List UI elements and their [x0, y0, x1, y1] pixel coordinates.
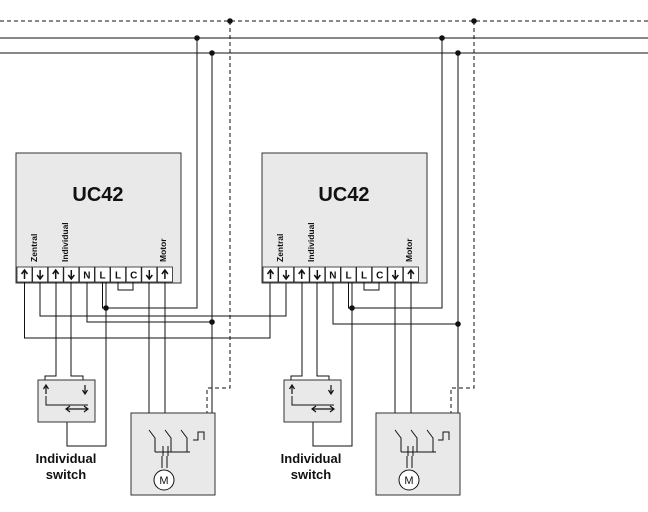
motor-symbol-2: M	[404, 475, 413, 487]
controller-model-1: UC42	[72, 184, 123, 206]
individual-switch-2: Individual switch	[281, 379, 342, 482]
wire-ind-common-2	[312, 282, 353, 447]
individual-switch-1: Individual switch	[36, 379, 97, 482]
terminal-l-label-1: L	[99, 271, 105, 282]
supply-lines	[0, 20, 648, 54]
motor-contacts-1	[148, 429, 205, 452]
wire-earth-2	[450, 21, 475, 415]
controller-box-2	[261, 152, 428, 284]
terminal-c-2	[371, 266, 388, 283]
wire-ind-common-1	[66, 282, 107, 447]
up-arrow-icon	[20, 268, 29, 279]
terminal-strip-1: N L L C	[16, 266, 173, 283]
unit-2: UC42 Zentral Individual Motor N L L C	[261, 18, 477, 496]
wire-l-1	[102, 38, 198, 309]
down-arrow-icon	[313, 270, 321, 281]
motor-leads-2	[406, 456, 413, 468]
wire-n-2	[332, 282, 458, 325]
terminal-l-relay-label-1: L	[115, 271, 121, 282]
down-arrow-icon	[67, 270, 75, 281]
bridge-l-c-1	[117, 282, 134, 291]
label-central-2: Zentral	[275, 234, 285, 262]
motor-icon	[153, 469, 175, 491]
wiring-1	[24, 18, 287, 447]
up-arrow-icon	[161, 268, 169, 279]
switch-caption-line1-1: Individual	[36, 451, 97, 466]
terminal-l-relay-label-2: L	[361, 271, 367, 282]
controller-box-1	[15, 152, 182, 284]
wire-earth-1	[206, 21, 231, 415]
switch-rocker-icon	[65, 405, 89, 413]
controller-model-2: UC42	[318, 184, 369, 206]
down-arrow-icon	[282, 270, 290, 281]
wire-central-up-1	[24, 282, 271, 339]
wire-n-1	[86, 282, 212, 323]
motor-capacitor-1	[155, 446, 190, 456]
wire-central-down-1	[39, 282, 287, 317]
wire-ind-up-1	[44, 282, 57, 384]
up-arrow-icon	[266, 268, 275, 279]
wire-ind-down-1	[70, 282, 84, 384]
terminal-n-label-1: N	[83, 271, 90, 282]
up-arrow-icon	[288, 383, 296, 394]
motor-capacitor-2	[401, 446, 436, 456]
label-individual-1: Individual	[60, 222, 70, 262]
motor-unit-1: M	[130, 412, 216, 496]
down-arrow-icon	[327, 385, 335, 396]
switch-caption-line2-2: switch	[291, 467, 332, 482]
up-arrow-icon	[298, 268, 306, 279]
terminal-c-1	[125, 266, 142, 283]
terminal-strip-2: N L L C	[262, 266, 419, 283]
motor-icon	[398, 469, 420, 491]
label-motor-2: Motor	[404, 238, 414, 262]
switch-contact-1	[45, 396, 88, 406]
switch-rocker-icon	[311, 405, 335, 413]
down-arrow-icon	[391, 270, 399, 281]
wire-ind-up-2	[290, 282, 303, 384]
up-arrow-icon	[52, 268, 60, 279]
down-arrow-icon	[145, 270, 153, 281]
switch-contact-2	[291, 396, 334, 406]
terminal-n-label-2: N	[329, 271, 336, 282]
terminal-c-label-2: C	[376, 271, 383, 282]
label-central-1: Zentral	[29, 234, 39, 262]
bridge-l-c-2	[363, 282, 380, 291]
motor-unit-2: M	[375, 412, 461, 496]
label-motor-1: Motor	[158, 238, 168, 262]
wire-ind-down-2	[316, 282, 330, 384]
terminal-c-label-1: C	[130, 271, 137, 282]
label-individual-2: Individual	[306, 222, 316, 262]
switch-caption-line2-1: switch	[46, 467, 87, 482]
motor-leads-1	[161, 456, 168, 468]
switch-caption-line1-2: Individual	[281, 451, 342, 466]
up-arrow-icon	[407, 268, 415, 279]
up-arrow-icon	[42, 383, 50, 394]
motor-contacts-2	[394, 429, 450, 452]
motor-symbol-1: M	[159, 475, 168, 487]
down-arrow-icon	[36, 270, 44, 281]
terminal-l-label-2: L	[345, 271, 351, 282]
down-arrow-icon	[81, 385, 89, 396]
wiring-2	[290, 18, 477, 447]
unit-1: UC42 Zentral Individual Motor N L L C	[15, 18, 287, 496]
